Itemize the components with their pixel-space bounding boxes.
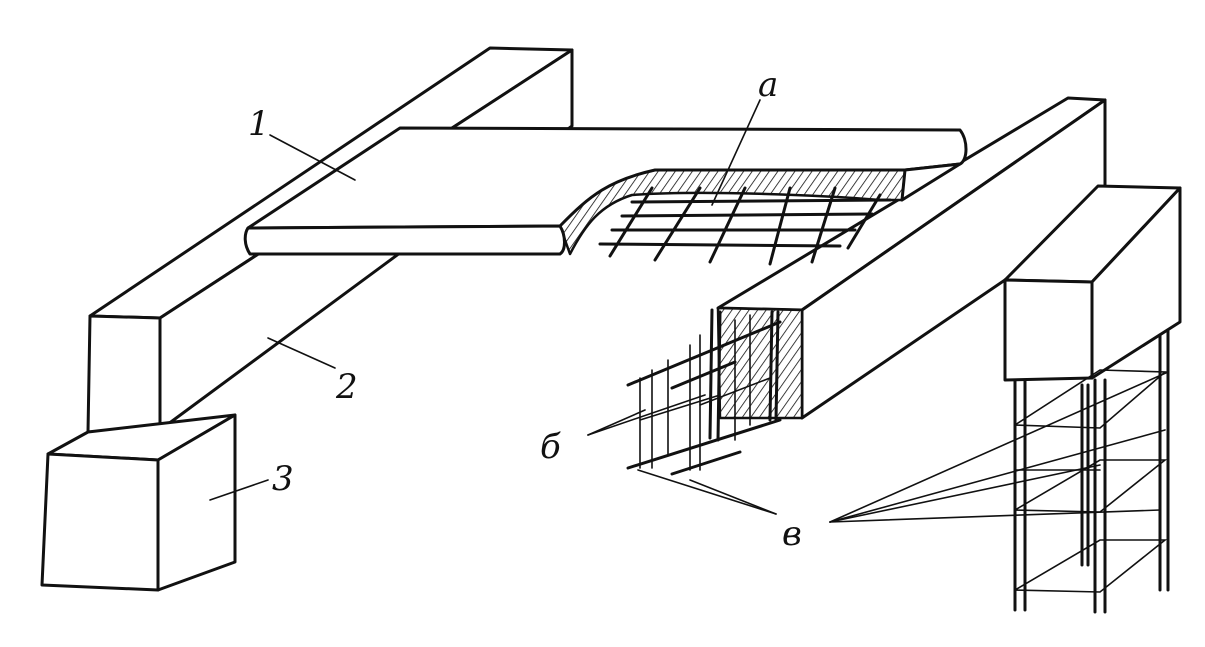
label-beam: 2 [335, 367, 358, 407]
label-mesh: а [758, 65, 778, 105]
right-column [1003, 184, 1182, 382]
floor-slab [243, 126, 968, 256]
beam-reinforcement-frames [626, 308, 782, 476]
label-slab: 1 [248, 104, 270, 144]
label-frames: б [540, 427, 561, 467]
slab-reinforcement-mesh [598, 186, 892, 266]
label-column: 3 [272, 459, 294, 499]
label-cages: в [782, 514, 802, 554]
leader-lines [209, 99, 1169, 523]
column-reinforcement-cage [1013, 328, 1170, 614]
left-column [40, 413, 237, 592]
